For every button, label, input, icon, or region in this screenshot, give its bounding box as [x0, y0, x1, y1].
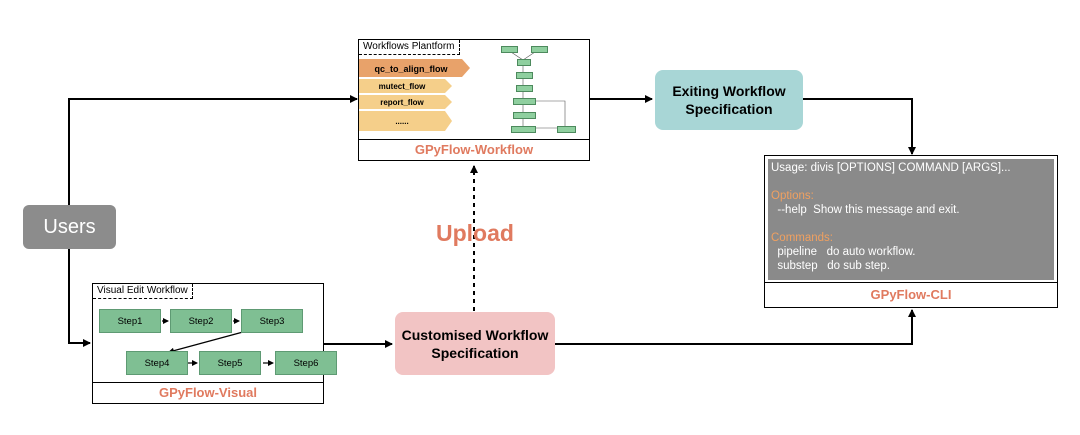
- flow-item-qc[interactable]: qc_to_align_flow: [359, 60, 463, 78]
- flow-item-report[interactable]: report_flow: [359, 95, 445, 109]
- visual-tag: Visual Edit Workflow: [93, 284, 193, 299]
- flow-item-shape-2: [359, 95, 452, 109]
- workflow-platform-panel: Workflows Plantform qc_to_align_flow mut…: [358, 39, 590, 161]
- step-label: Step1: [117, 315, 143, 327]
- custom-line2: Specification: [431, 344, 519, 361]
- flow-item-more[interactable]: ......: [359, 111, 445, 131]
- cli-commands-title: Commands:: [771, 232, 833, 244]
- visual-footer: GPyFlow-Visual: [93, 382, 323, 403]
- flow-item-shape-0: [359, 59, 470, 77]
- cli-blank: [771, 175, 1051, 189]
- cli-footer: GPyFlow-CLI: [765, 282, 1057, 307]
- cli-option-help: --help Show this message and exit.: [771, 204, 960, 216]
- step-node-5[interactable]: Step5: [199, 351, 261, 375]
- arrow-users-to-platform: [68, 95, 358, 205]
- thumb-node: [511, 126, 536, 133]
- custom-line1: Customised Workflow: [401, 326, 549, 343]
- step-label: Step2: [188, 315, 214, 327]
- step-label: Step3: [259, 315, 285, 327]
- visual-footer-label: GPyFlow-Visual: [158, 385, 257, 400]
- flow-item-mutect[interactable]: mutect_flow: [359, 79, 445, 93]
- flow-item-shape-1: [359, 79, 452, 93]
- arrow-custom-to-cli: [555, 309, 916, 345]
- cli-footer-label: GPyFlow-CLI: [870, 287, 952, 302]
- step-node-4[interactable]: Step4: [126, 351, 188, 375]
- flow-label: ......: [395, 116, 409, 126]
- thumb-node: [531, 46, 548, 53]
- thumb-node: [516, 72, 533, 79]
- upload-label: Upload: [436, 220, 514, 246]
- workflow-thumbnail: [495, 42, 585, 134]
- step-label: Step6: [293, 357, 319, 369]
- users-label: Users: [43, 215, 96, 238]
- platform-footer-label: GPyFlow-Workflow: [414, 142, 534, 157]
- platform-tag: Workflows Plantform: [359, 40, 460, 55]
- flow-label: report_flow: [380, 97, 424, 107]
- cli-command-pipeline: pipeline do auto workflow.: [771, 246, 916, 258]
- thumb-node: [501, 46, 518, 53]
- thumb-node: [557, 126, 576, 133]
- step-node-1[interactable]: Step1: [99, 309, 161, 333]
- existing-line2: Specification: [685, 101, 773, 117]
- users-node: Users: [23, 205, 116, 249]
- platform-footer: GPyFlow-Workflow: [359, 139, 589, 160]
- step-label: Step5: [217, 357, 243, 369]
- thumb-node: [513, 112, 536, 119]
- flow-item-shape-3: [359, 111, 452, 131]
- thumb-node: [517, 59, 531, 66]
- cli-terminal: Usage: divis [OPTIONS] COMMAND [ARGS]...…: [768, 159, 1054, 280]
- step-label: Step4: [144, 357, 170, 369]
- existing-line1: Exiting Workflow: [672, 83, 786, 99]
- cli-panel: Usage: divis [OPTIONS] COMMAND [ARGS]...…: [764, 155, 1058, 308]
- flow-label: qc_to_align_flow: [374, 64, 448, 74]
- step-connectors: [162, 318, 274, 366]
- cli-blank: [771, 217, 1051, 231]
- customised-workflow-spec: Customised Workflow Specification: [395, 312, 555, 375]
- flow-list: [359, 59, 470, 131]
- visual-edit-panel: Visual Edit Workflow Step1 Step2 Step3 S…: [92, 283, 337, 404]
- arrow-existing-to-cli: [803, 98, 916, 155]
- step-node-6[interactable]: Step6: [275, 351, 337, 375]
- arrow-users-to-visual: [68, 249, 91, 347]
- existing-workflow-spec: Exiting Workflow Specification: [655, 70, 803, 130]
- cli-command-substep: substep do sub step.: [771, 260, 890, 272]
- step-node-2[interactable]: Step2: [170, 309, 232, 333]
- cli-usage: Usage: divis [OPTIONS] COMMAND [ARGS]...: [771, 162, 1011, 174]
- flow-label: mutect_flow: [378, 81, 426, 91]
- thumb-node: [513, 98, 536, 105]
- cli-options-title: Options:: [771, 190, 814, 202]
- thumb-node: [516, 85, 533, 92]
- step-node-3[interactable]: Step3: [241, 309, 303, 333]
